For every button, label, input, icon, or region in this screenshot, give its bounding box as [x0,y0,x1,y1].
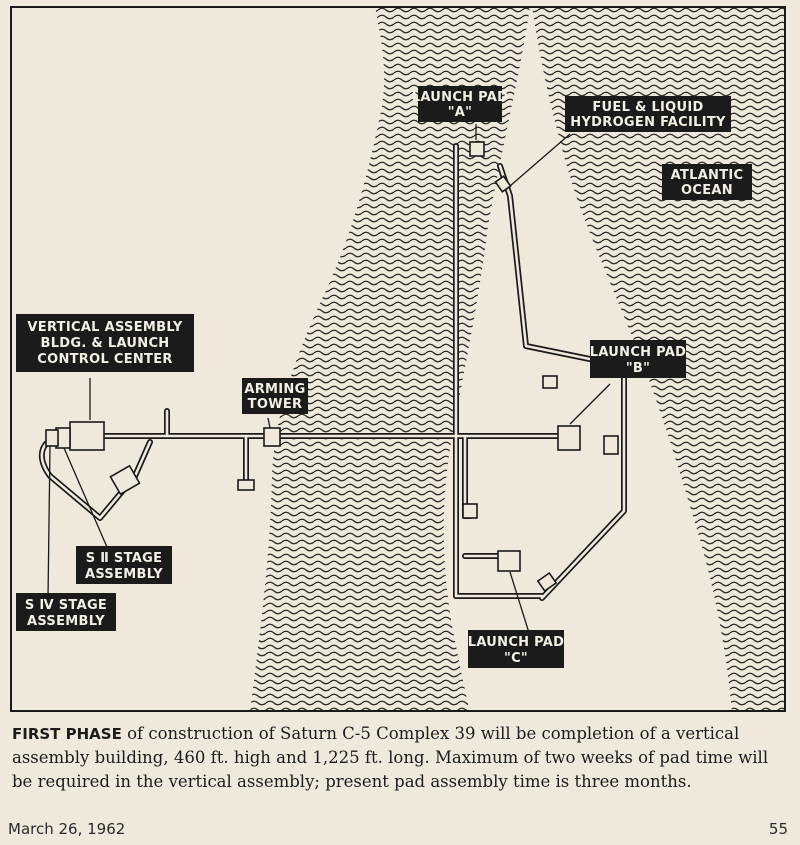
label-launch-pad-a: LAUNCH PAD "A" [412,86,509,122]
arming-annex [237,479,255,491]
label-launch-pad-b: LAUNCH PAD "B" [590,340,687,378]
vab-building [69,421,105,451]
fuel-facility-box [494,175,512,193]
caption-lead: FIRST PHASE [12,725,122,743]
pad-b-north-annex [542,375,558,389]
label-arming-line1: ARMING [244,382,305,397]
label-atlantic-ocean: ATLANTIC OCEAN [662,164,752,200]
label-pad-b-line2: "B" [626,361,650,376]
label-s2-line1: S Ⅱ STAGE [86,551,163,566]
caption-body: of construction of Saturn C-5 Complex 39… [12,724,769,791]
label-arming-line2: TOWER [248,397,303,412]
label-launch-pad-c: LAUNCH PAD "C" [468,630,565,668]
launch-pad-c-box [497,550,521,572]
label-fuel-facility: FUEL & LIQUID HYDROGEN FACILITY [565,96,731,132]
arming-tower-building [263,427,281,447]
label-vab-line1: VERTICAL ASSEMBLY [27,320,182,335]
label-launch-pad-a-line2: "A" [448,105,473,120]
label-launch-pad-a-line1: LAUNCH PAD [412,90,509,105]
s4-stage-building [45,429,59,447]
assembly-pad-south [109,464,141,496]
map-frame [10,6,786,712]
label-s4-line1: S Ⅳ STAGE [25,598,107,613]
label-pad-c-line1: LAUNCH PAD [468,635,565,650]
label-ocean-line1: ATLANTIC [671,168,744,183]
leader-lines [47,124,611,637]
figure-caption: FIRST PHASE of construction of Saturn C-… [12,722,788,794]
label-fuel-line2: HYDROGEN FACILITY [570,115,726,130]
mid-pad-box [462,503,478,519]
launch-pad-a-box [469,141,485,157]
page-number: 55 [768,820,788,838]
label-ocean-line2: OCEAN [681,183,733,198]
site-map: LAUNCH PAD "A" FUEL & LIQUID HYDROGEN FA… [10,6,786,712]
label-vab-line2: BLDG. & LAUNCH [41,336,170,351]
facilities [45,141,619,593]
label-fuel-line1: FUEL & LIQUID [592,100,703,115]
label-s4-line2: ASSEMBLY [27,614,105,629]
footer-date: March 26, 1962 [8,820,126,838]
label-pad-b-line1: LAUNCH PAD [590,345,687,360]
label-arming-tower: ARMING TOWER [242,378,308,414]
label-pad-c-line2: "C" [504,651,528,666]
launch-pad-b-box [557,425,581,451]
label-s2-line2: ASSEMBLY [85,567,163,582]
river-water [250,6,530,712]
label-s2-stage: S Ⅱ STAGE ASSEMBLY [76,546,172,584]
pad-c-annex [536,571,558,593]
label-vab: VERTICAL ASSEMBLY BLDG. & LAUNCH CONTROL… [16,314,194,372]
label-vab-line3: CONTROL CENTER [37,352,172,367]
launch-pad-b-annex [603,435,619,455]
label-s4-stage: S Ⅳ STAGE ASSEMBLY [16,593,116,631]
